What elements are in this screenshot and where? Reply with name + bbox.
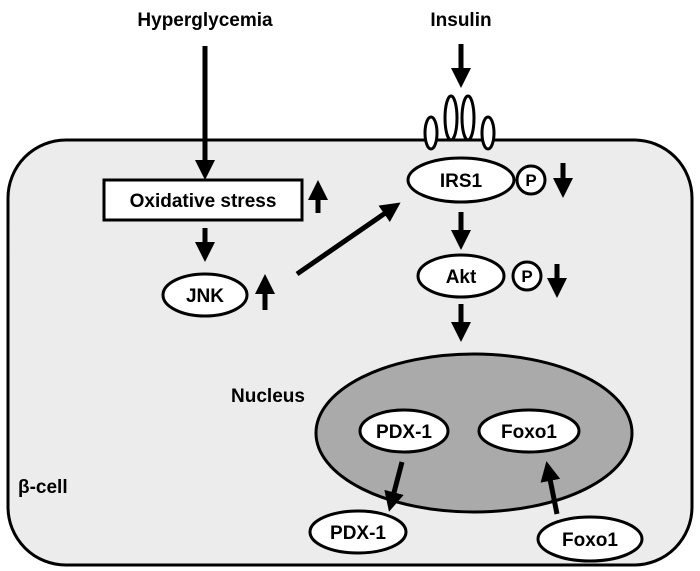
pdx1-nuclear-text: PDX-1: [376, 422, 432, 443]
nucleus-label: Nucleus: [231, 386, 305, 407]
beta-cell-label: β-cell: [18, 477, 68, 498]
foxo1-cytoplasm-node: [536, 515, 644, 563]
pdx1-nuclear-node: [358, 408, 450, 454]
pdx1-cytoplasm-node: [308, 509, 408, 555]
akt-text: Akt: [446, 267, 477, 288]
oxidative-stress-text: Oxidative stress: [130, 191, 277, 212]
pdx1-cytoplasm-text: PDX-1: [330, 523, 386, 544]
insulin-receptor: [423, 94, 496, 151]
foxo1-nuclear-node: [477, 408, 581, 454]
foxo1-cytoplasm-text: Foxo1: [562, 530, 618, 551]
irs1-text: IRS1: [440, 171, 483, 192]
pdx1-export-arrow: [384, 461, 405, 512]
insulin-label: Insulin: [430, 10, 491, 31]
jnk-to-irs1-arrow: [295, 202, 401, 277]
irs1-node: [406, 156, 516, 204]
akt-phospho-node: [511, 260, 543, 292]
jnk-node: [161, 272, 249, 318]
akt-phospho-text: P: [521, 267, 532, 286]
akt-node: [416, 253, 506, 299]
foxo1-import-arrow: [540, 461, 561, 515]
irs1-phospho-text: P: [525, 171, 536, 190]
jnk-text: JNK: [186, 286, 224, 307]
hyperglycemia-label: Hyperglycemia: [137, 10, 273, 31]
irs1-phospho-node: [515, 164, 547, 196]
oxidative-stress-box: [102, 178, 304, 222]
foxo1-nuclear-text: Foxo1: [501, 422, 557, 443]
